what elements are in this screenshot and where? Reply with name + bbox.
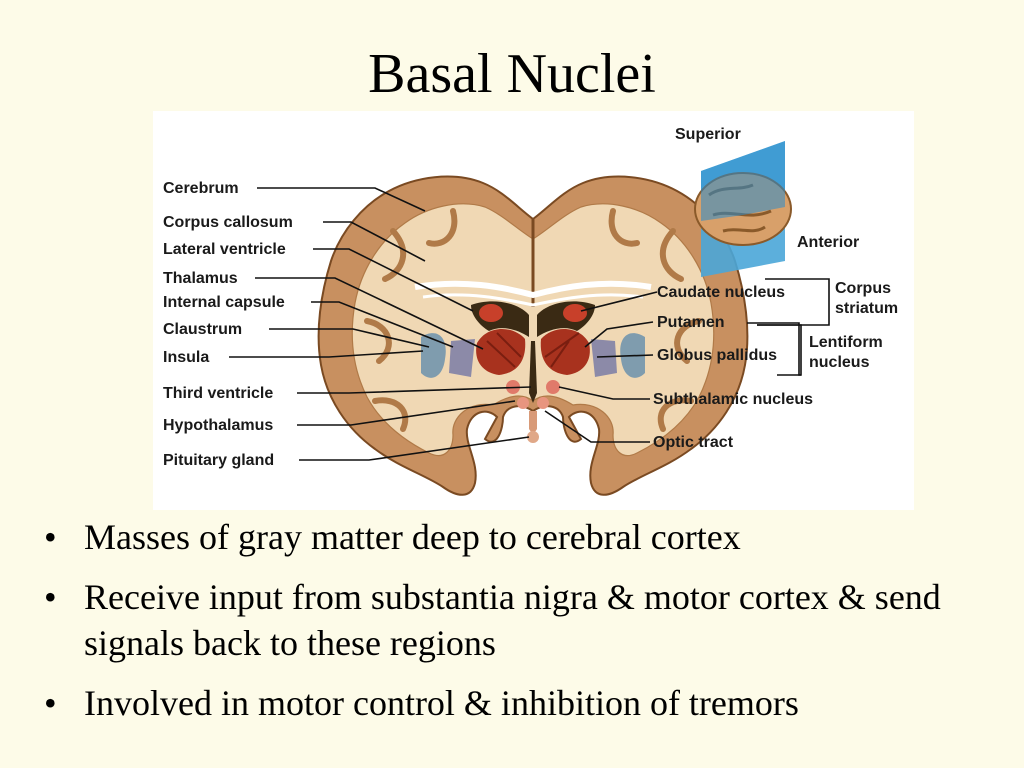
right-leader-lines (544, 278, 830, 443)
orientation-inset (694, 141, 792, 277)
slide-title: Basal Nuclei (368, 43, 656, 105)
label-anterior: Anterior (797, 234, 859, 251)
label-internal-capsule: Internal capsule (163, 294, 285, 311)
label-corpus-callosum: Corpus callosum (163, 214, 293, 231)
bullet-text: Involved in motor control & inhibition o… (84, 683, 799, 723)
left-labels: Cerebrum Corpus callosum Lateral ventric… (163, 180, 293, 469)
pituitary-gland-shape (527, 431, 539, 443)
label-third-ventricle: Third ventricle (163, 385, 273, 402)
label-corpus-striatum-line2: striatum (835, 300, 898, 317)
label-corpus-striatum-line1: Corpus (835, 280, 891, 297)
bullet-item: • Masses of gray matter deep to cerebral… (44, 514, 1014, 560)
label-putamen: Putamen (657, 314, 725, 331)
label-subthalamic-nucleus: Subthalamic nucleus (653, 391, 813, 408)
label-superior: Superior (675, 126, 741, 143)
subthalamic-nucleus-right (546, 380, 560, 394)
caudate-nucleus-left (479, 304, 503, 322)
globus-pallidus-right (591, 339, 617, 377)
label-pituitary-gland: Pituitary gland (163, 452, 274, 469)
pituitary-stalk (529, 411, 537, 435)
label-lentiform-line2: nucleus (809, 354, 870, 371)
right-labels: Caudate nucleus Putamen Globus pallidus … (653, 126, 898, 451)
label-insula: Insula (163, 349, 209, 366)
label-claustrum: Claustrum (163, 321, 242, 338)
globus-pallidus-left (449, 339, 475, 377)
label-lateral-ventricle: Lateral ventricle (163, 241, 286, 258)
thalamus-left (476, 328, 526, 375)
label-globus-pallidus: Globus pallidus (657, 347, 777, 364)
bullet-item: • Involved in motor control & inhibition… (44, 680, 1014, 726)
bullet-text: Masses of gray matter deep to cerebral c… (84, 517, 741, 557)
bullet-dot: • (44, 577, 57, 617)
bullet-list: • Masses of gray matter deep to cerebral… (44, 514, 1014, 740)
bullet-dot: • (44, 517, 57, 557)
label-thalamus: Thalamus (163, 270, 238, 287)
brain-coronal-section-figure: Cerebrum Corpus callosum Lateral ventric… (153, 111, 914, 510)
label-optic-tract: Optic tract (653, 434, 734, 451)
insula-left (421, 333, 446, 378)
corpus-callosum-fibers (414, 280, 652, 299)
caudate-nucleus-right (563, 304, 587, 322)
left-leader-lines (229, 187, 532, 461)
bullet-text: Receive input from substantia nigra & mo… (84, 577, 941, 663)
label-hypothalamus: Hypothalamus (163, 417, 273, 434)
label-caudate-nucleus: Caudate nucleus (657, 284, 785, 301)
label-cerebrum: Cerebrum (163, 180, 239, 197)
bullet-dot: • (44, 683, 57, 723)
brain-diagram: Cerebrum Corpus callosum Lateral ventric… (163, 126, 898, 496)
brain-section (317, 175, 749, 496)
white-matter (351, 203, 715, 457)
label-lentiform-line1: Lentiform (809, 334, 883, 351)
bullet-item: • Receive input from substantia nigra & … (44, 574, 1014, 666)
